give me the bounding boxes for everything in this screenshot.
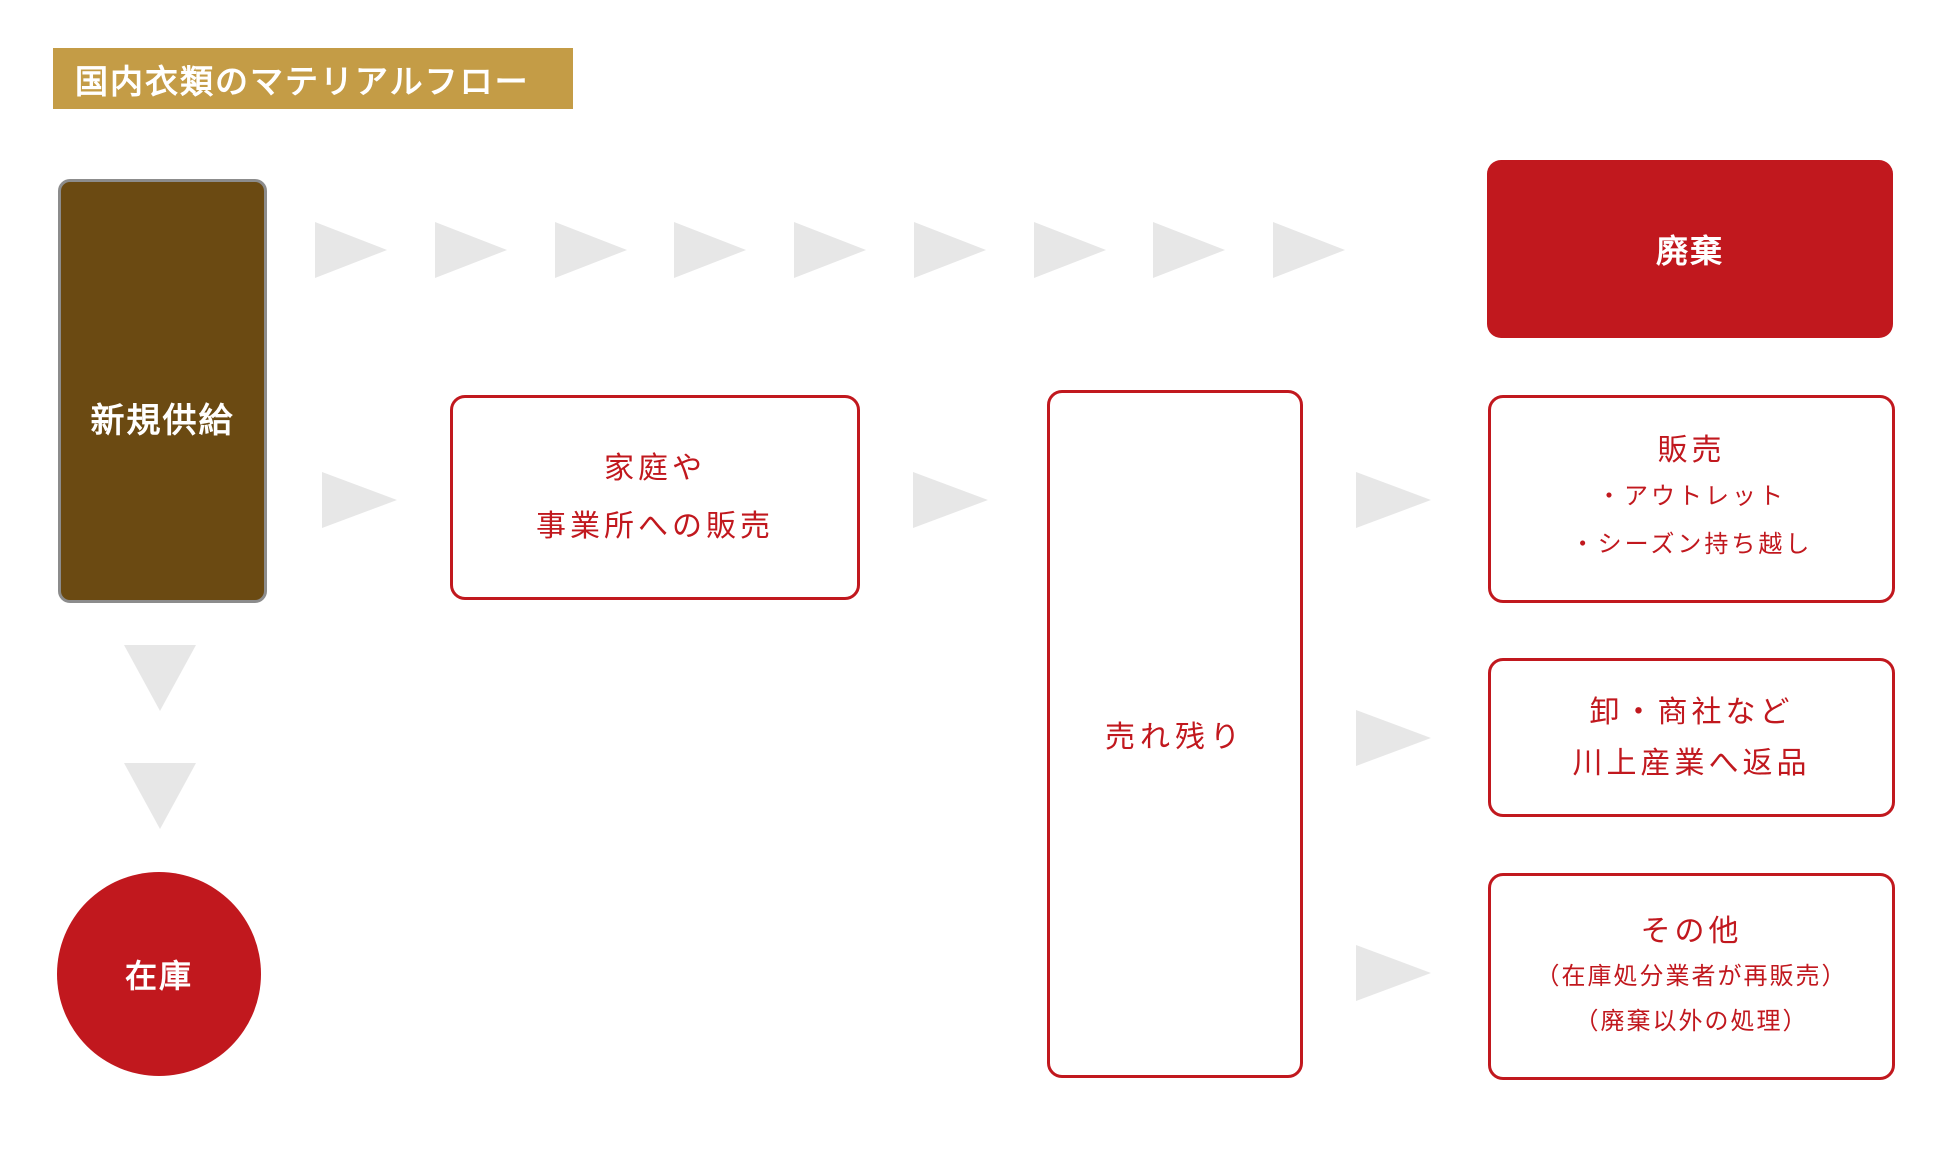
node-sales: 販売 ・アウトレット ・シーズン持ち越し [1488,395,1895,603]
flow-arrow-right-icon [322,472,397,528]
node-inventory-label: 在庫 [124,958,193,994]
node-returns-line1: 卸・商社など [1589,695,1794,729]
node-disposal: 廃棄 [1487,160,1893,338]
node-new-supply-label: 新規供給 [90,401,235,440]
flow-arrow-right-icon [1356,710,1431,766]
flow-arrow-right-icon [1153,222,1226,278]
node-other-title: その他 [1640,914,1743,948]
node-sales-bullet-carryover: ・シーズン持ち越し [1570,531,1813,558]
diagram-title: 国内衣類のマテリアルフロー [75,62,530,100]
node-disposal-label: 廃棄 [1655,233,1724,269]
node-household-sales-line2: 事業所への販売 [536,509,774,543]
flow-arrow-right-icon [1273,222,1345,278]
flow-arrow-down-icon [124,763,196,829]
flow-arrow-right-icon [1356,945,1431,1001]
node-other: その他 （在庫処分業者が再販売） （廃棄以外の処理） [1488,873,1895,1080]
flow-arrow-down-icon [124,645,196,711]
flow-arrow-right-icon [674,222,747,278]
node-household-sales-line1: 家庭や [604,451,706,485]
node-unsold: 売れ残り [1047,390,1303,1078]
node-sales-title: 販売 [1657,434,1726,467]
node-inventory: 在庫 [57,872,261,1076]
diagram-title-badge: 国内衣類のマテリアルフロー [53,48,573,109]
node-other-note-nondisposal: （廃棄以外の処理） [1574,1007,1809,1035]
node-sales-bullet-outlet: ・アウトレット [1597,483,1786,510]
node-new-supply: 新規供給 [58,179,267,603]
flow-arrow-right-icon [1033,222,1106,278]
flow-arrow-row [315,222,1345,278]
flow-arrow-right-icon [913,472,988,528]
flow-arrow-right-icon [913,222,986,278]
node-returns: 卸・商社など 川上産業へ返品 [1488,658,1895,817]
node-unsold-label: 売れ残り [1105,721,1245,754]
flow-arrow-right-icon [554,222,627,278]
flow-arrow-right-icon [1356,472,1431,528]
node-returns-line2: 川上産業へ返品 [1572,746,1811,780]
node-household-sales: 家庭や 事業所への販売 [450,395,860,600]
flow-arrow-right-icon [794,222,866,278]
flow-arrow-right-icon [434,222,507,278]
flow-arrow-right-icon [315,222,387,278]
node-other-note-resale: （在庫処分業者が再販売） [1535,962,1848,990]
